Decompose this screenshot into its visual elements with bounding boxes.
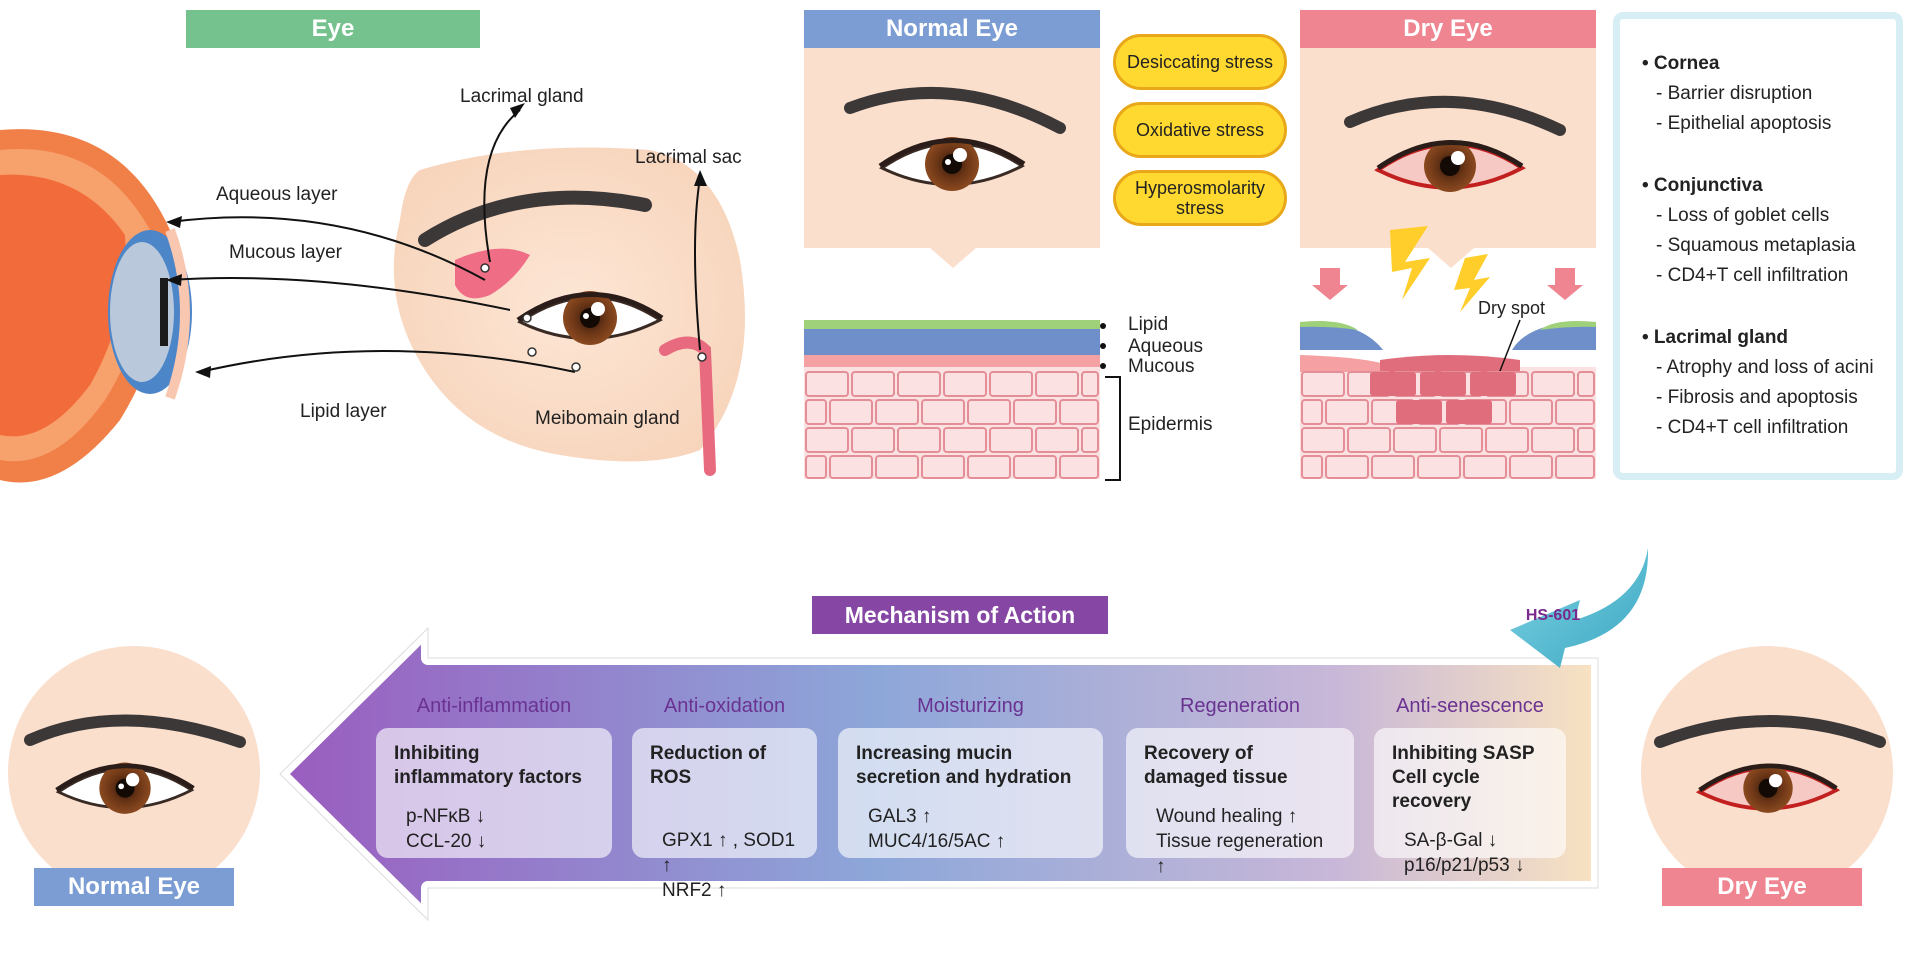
marker: NRF2 ↑	[662, 880, 727, 901]
pathology-item: - Epithelial apoptosis	[1656, 113, 1832, 134]
mechanism-title: Reduction of ROS	[650, 743, 767, 788]
mechanism-title: Recovery of damaged tissue	[1144, 743, 1288, 788]
mucous-layer-label: Mucous layer	[229, 242, 342, 263]
stress-desiccating: Desiccating stress	[1113, 34, 1287, 90]
pathology-item: - Barrier disruption	[1656, 83, 1813, 104]
mechanism-box-anti-senescence: Inhibiting SASP Cell cycle recovery SA-β…	[1374, 728, 1566, 876]
marker: GPX1 ↑ , SOD1 ↑	[662, 830, 796, 876]
mechanism-box-regeneration: Recovery of damaged tissue Wound healing…	[1126, 728, 1354, 877]
mechanism-heading-moisturizing: Moisturizing	[917, 695, 1024, 717]
mechanism-heading-anti-inflammation: Anti-inflammation	[416, 695, 572, 717]
lacrimal-duct	[659, 336, 716, 476]
mechanism-title: Increasing mucin secretion and hydration	[856, 743, 1072, 788]
mechanism-box-anti-oxidation: Reduction of ROS GPX1 ↑ , SOD1 ↑ NRF2 ↑	[632, 728, 817, 901]
marker: Tissue regeneration ↑	[1156, 831, 1324, 877]
lacrimal-gland-heading: • Lacrimal gland	[1642, 327, 1789, 348]
hs601-curved-arrow	[1510, 548, 1649, 668]
marker: SA-β-Gal ↓	[1404, 830, 1498, 851]
lacrimal-gland-shape	[455, 248, 530, 299]
marker: CCL-20 ↓	[406, 831, 487, 852]
bottom-normal-eye-label: Normal Eye	[34, 868, 234, 906]
lipid-label: Lipid	[1128, 314, 1169, 335]
eyeball-cross-section	[0, 129, 192, 483]
lacrimal-gland-label: Lacrimal gland	[460, 86, 584, 107]
mechanism-heading-anti-senescence: Anti-senescence	[1396, 695, 1544, 717]
marker: p-NFκB ↓	[406, 806, 486, 827]
marker: GAL3 ↑	[868, 806, 932, 827]
mucous-label: Mucous	[1128, 356, 1195, 377]
dry-eye-header: Dry Eye	[1300, 10, 1596, 48]
lacrimal-sac-label: Lacrimal sac	[635, 147, 742, 168]
stress-oxidative: Oxidative stress	[1113, 102, 1287, 158]
pathology-item: - Loss of goblet cells	[1656, 205, 1830, 226]
mechanism-box-moisturizing: Increasing mucin secretion and hydration…	[838, 728, 1103, 858]
pathology-item: - CD4+T cell infiltration	[1656, 417, 1849, 438]
marker: MUC4/16/5AC ↑	[868, 831, 1006, 852]
cornea-section: • Cornea - Barrier disruption - Epitheli…	[1642, 49, 1876, 139]
hs601-badge: HS-601	[1525, 607, 1581, 624]
pathology-item: - CD4+T cell infiltration	[1656, 265, 1849, 286]
mechanism-box-anti-inflammation: Inhibiting inflammatory factors p-NFκB ↓…	[376, 728, 612, 858]
lipid-layer-label: Lipid layer	[300, 401, 387, 422]
mechanism-heading-regeneration: Regeneration	[1179, 695, 1301, 717]
conjunctiva-heading: • Conjunctiva	[1642, 175, 1763, 196]
cornea-heading: • Cornea	[1642, 53, 1720, 74]
marker: Wound healing ↑	[1156, 806, 1298, 827]
aqueous-layer-label: Aqueous layer	[216, 184, 338, 205]
dry-spot-label: Dry spot	[1478, 298, 1546, 318]
mechanism-heading-anti-oxidation: Anti-oxidation	[663, 695, 786, 717]
lacrimal-gland-section: • Lacrimal gland - Atrophy and loss of a…	[1642, 323, 1876, 443]
pathology-item: - Squamous metaplasia	[1656, 235, 1856, 256]
aqueous-label: Aqueous	[1128, 336, 1204, 357]
bottom-dry-eye-label: Dry Eye	[1662, 868, 1862, 906]
pathology-item: - Fibrosis and apoptosis	[1656, 387, 1858, 408]
epidermis-label: Epidermis	[1128, 414, 1213, 435]
conjunctiva-section: • Conjunctiva - Loss of goblet cells - S…	[1642, 171, 1876, 291]
marker: p16/p21/p53 ↓	[1404, 855, 1525, 876]
meibomian-gland-label: Meibomain gland	[535, 408, 680, 429]
mechanism-title: Inhibiting inflammatory factors	[394, 743, 582, 788]
moa-title: Mechanism of Action	[812, 596, 1108, 634]
stress-hyperosmolarity: Hyperosmolarity stress	[1113, 170, 1287, 226]
mechanism-title: Inhibiting SASP Cell cycle recovery	[1392, 743, 1535, 812]
normal-eye-header: Normal Eye	[804, 10, 1100, 48]
pathology-panel: • Cornea - Barrier disruption - Epitheli…	[1613, 12, 1903, 480]
eye-header: Eye	[186, 10, 480, 48]
pathology-item: - Atrophy and loss of acini	[1656, 357, 1874, 378]
